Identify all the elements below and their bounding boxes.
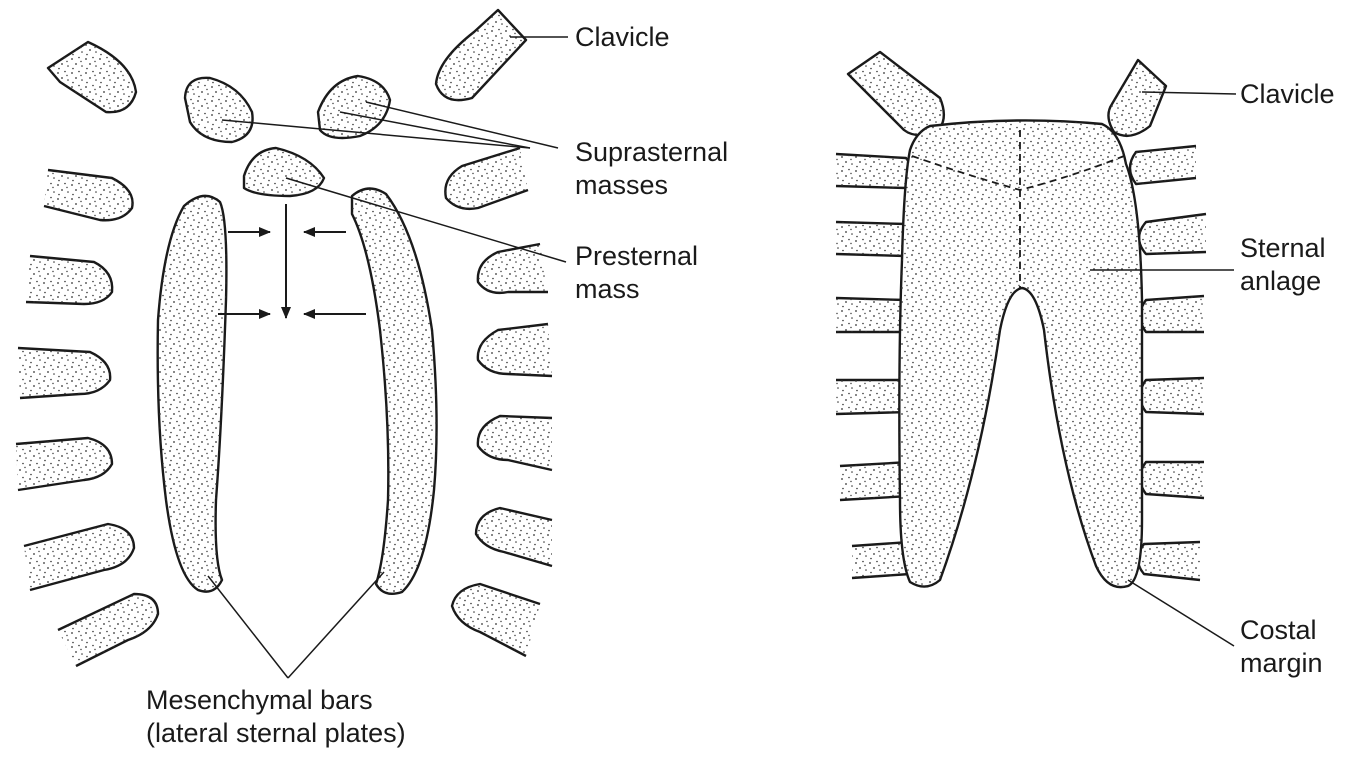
rib	[1140, 462, 1204, 498]
rib	[452, 584, 540, 656]
rib	[1140, 378, 1204, 414]
clavicle-label-right-panel: Clavicle	[1240, 78, 1335, 111]
rib	[478, 416, 552, 470]
right-panel	[836, 52, 1236, 646]
left-clavicle-left	[48, 42, 136, 112]
rib	[58, 594, 158, 666]
rib	[16, 438, 112, 490]
label-line: Sternal	[1240, 232, 1326, 265]
rib	[836, 154, 912, 188]
rib	[44, 170, 133, 220]
mesenchymal-bar-left	[158, 196, 227, 592]
suprasternal-mass-right	[318, 76, 390, 138]
rib	[476, 508, 552, 566]
right-clavicle-left	[848, 52, 944, 135]
right-clavicle-right	[1108, 60, 1166, 136]
fusion-arrows	[218, 204, 366, 318]
presternal-mass-label: Presternal mass	[575, 240, 698, 306]
label-line: margin	[1240, 647, 1323, 680]
rib	[478, 324, 552, 376]
left-panel-ribs-left	[16, 170, 158, 666]
clavicle-label-left-panel: Clavicle	[575, 21, 670, 54]
label-line: Suprasternal	[575, 136, 728, 169]
rib	[1140, 296, 1204, 332]
costal-margin-label: Costal margin	[1240, 614, 1323, 680]
rib	[1130, 146, 1196, 184]
rib	[478, 244, 548, 293]
mesenchymal-bars-label: Mesenchymal bars (lateral sternal plates…	[146, 684, 406, 750]
mesenchymal-bar-right	[352, 188, 437, 593]
suprasternal-masses-label: Suprasternal masses	[575, 136, 728, 202]
label-line: Presternal	[575, 240, 698, 273]
rib	[18, 348, 110, 398]
presternal-mass	[244, 148, 324, 196]
rib	[24, 524, 134, 590]
rib	[1138, 542, 1200, 580]
left-panel	[16, 10, 568, 678]
label-line: (lateral sternal plates)	[146, 717, 406, 750]
sternal-anlage-label: Sternal anlage	[1240, 232, 1326, 298]
label-line: Mesenchymal bars	[146, 684, 406, 717]
label-line: Costal	[1240, 614, 1323, 647]
suprasternal-mass-left	[185, 78, 253, 142]
rib	[445, 148, 528, 209]
rib	[836, 222, 912, 256]
label-line: masses	[575, 169, 728, 202]
rib	[1139, 214, 1206, 254]
rib	[26, 256, 112, 304]
label-line: mass	[575, 273, 698, 306]
sternal-anlage	[899, 120, 1142, 587]
left-panel-ribs-right	[445, 148, 552, 656]
label-line: anlage	[1240, 265, 1326, 298]
left-clavicle-right	[436, 10, 526, 100]
